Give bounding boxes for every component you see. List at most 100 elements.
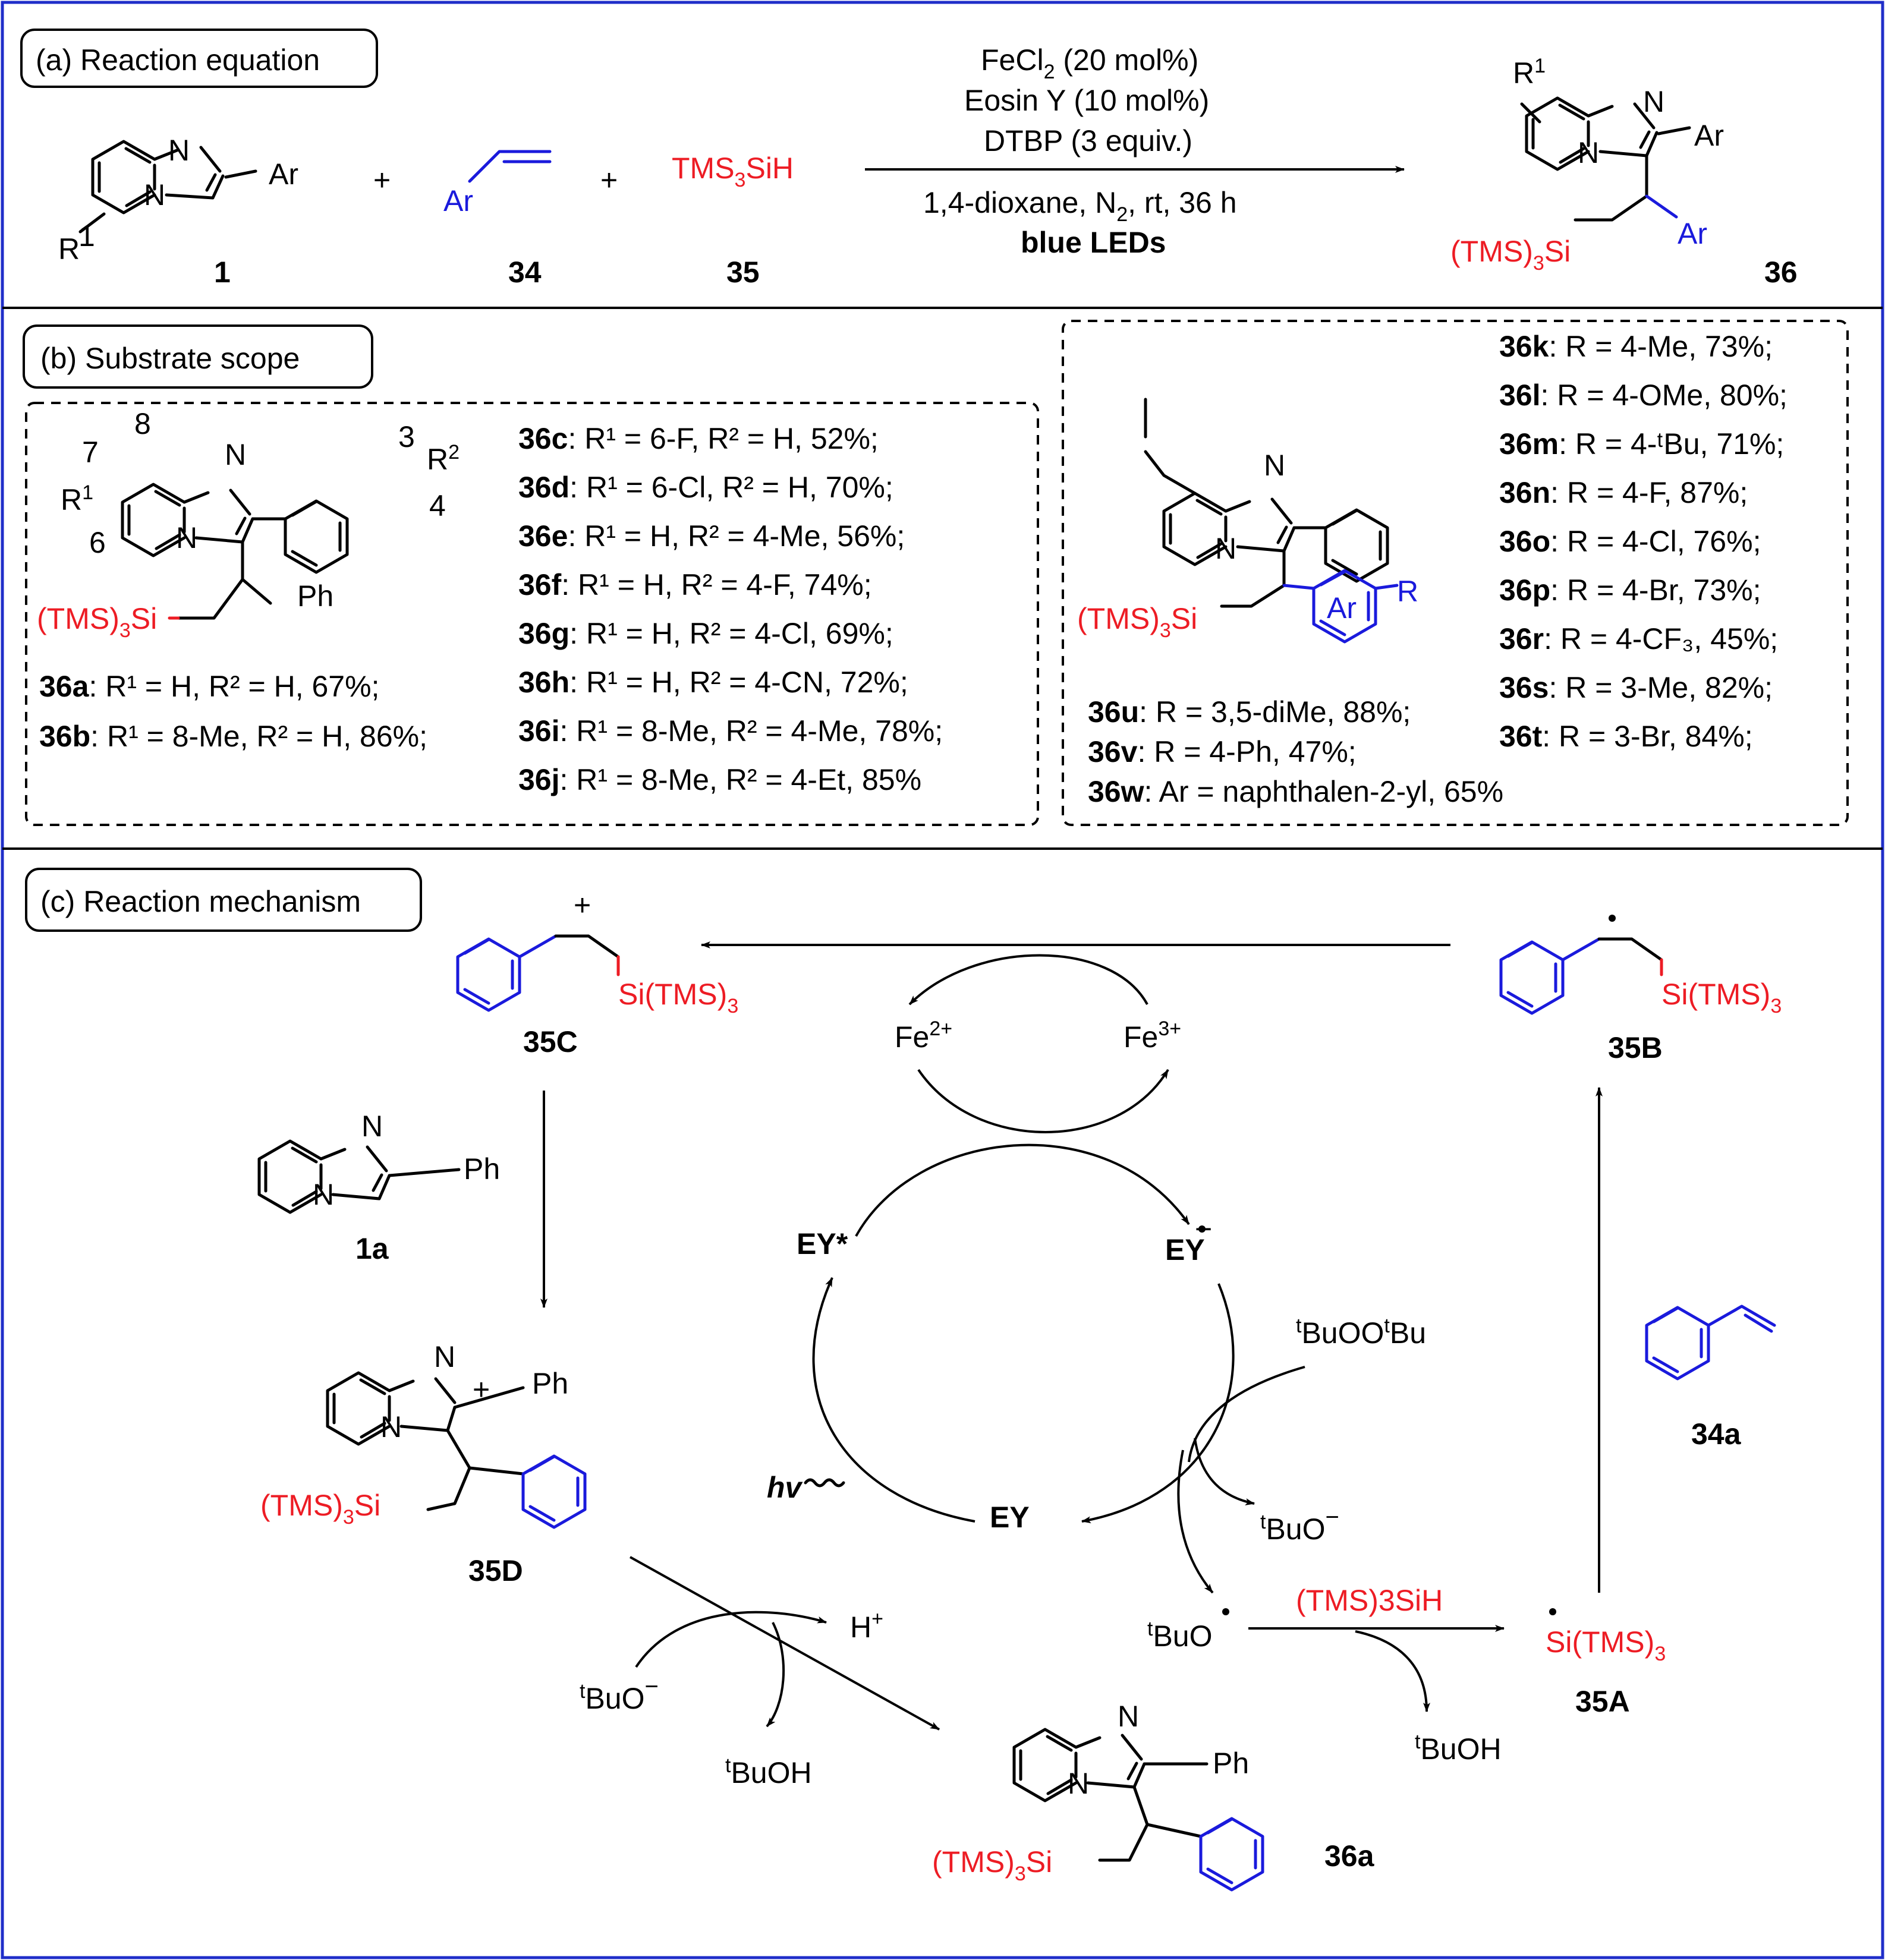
36a-n1-label: N bbox=[1068, 1767, 1089, 1800]
ey-star-label: EY* bbox=[797, 1227, 848, 1261]
compound-1-ar-label: Ar bbox=[269, 157, 298, 191]
scope-right-aryl-ring bbox=[1282, 569, 1399, 644]
scope-entry-36m: 36m: R = 4-ᵗBu, 71%; bbox=[1499, 427, 1784, 461]
compound-34-number: 34 bbox=[508, 256, 542, 289]
arrow-to-hplus bbox=[635, 1611, 827, 1668]
scope-right-ar-label: Ar bbox=[1327, 591, 1357, 625]
compound-34a-structure bbox=[1645, 1304, 1776, 1381]
section-b-title: (b) Substrate scope bbox=[40, 342, 300, 375]
ey-radical-label: EY bbox=[1165, 1233, 1205, 1266]
section-a-title: (a) Reaction equation bbox=[36, 43, 320, 77]
scope-left-structure bbox=[121, 483, 349, 620]
compound-36a-number: 36a bbox=[1324, 1839, 1375, 1873]
tbuo-anion-label: tBuO− bbox=[1260, 1504, 1339, 1546]
35D-n1-label: N bbox=[380, 1410, 402, 1444]
compound-36-number: 36 bbox=[1764, 256, 1798, 289]
scope-entry-36d: 36d: R¹ = 6-Cl, R² = H, 70%; bbox=[518, 471, 893, 504]
scope-entry-36u: 36u: R = 3,5-diMe, 88%; bbox=[1088, 695, 1411, 729]
hplus-label: H+ bbox=[850, 1608, 883, 1644]
compound-1-r1-label: R bbox=[58, 232, 80, 266]
scope-right-entry-list: 36k: R = 4-Me, 73%;36l: R = 4-OMe, 80%;3… bbox=[1499, 330, 1788, 753]
compound-36a-structure: N N Ph (TMS)3Si 36a bbox=[932, 1700, 1375, 1892]
section-c-label-box bbox=[25, 868, 422, 932]
dtbp-curve bbox=[1188, 1366, 1305, 1463]
compound-1-r1-sup: 1 bbox=[78, 219, 95, 253]
scope-entry-36b: 36b: R¹ = 8-Me, R² = H, 86%; bbox=[39, 720, 427, 753]
compound-36-structure bbox=[1520, 96, 1691, 222]
arrow-fe2-to-fe3 bbox=[917, 1069, 1169, 1133]
condition-blue-leds: blue LEDs bbox=[1021, 226, 1166, 259]
section-b: (b) Substrate scope 7 8 3 4 6 R1 R2 N N … bbox=[23, 320, 1849, 826]
scope-left-pos3: 3 bbox=[398, 420, 415, 453]
35D-cation-label: + bbox=[473, 1373, 490, 1406]
scope-entry-36j: 36j: R¹ = 8-Me, R² = 4-Et, 85% bbox=[518, 763, 921, 796]
plus-sign-1: + bbox=[373, 163, 391, 197]
35B-silyl-label: Si(TMS)3 bbox=[1661, 978, 1782, 1017]
compound-36-silyl-label: (TMS)3Si bbox=[1450, 235, 1571, 275]
35D-n-label: N bbox=[434, 1340, 455, 1373]
scope-entry-36f: 36f: R¹ = H, R² = 4-F, 74%; bbox=[518, 568, 872, 601]
condition-solvent: 1,4-dioxane, N2, rt, 36 h bbox=[923, 186, 1237, 226]
scope-left-n-label: N bbox=[225, 438, 246, 471]
compound-34-ar-label: Ar bbox=[443, 184, 473, 218]
plus-sign-2: + bbox=[600, 163, 618, 197]
section-b-label-box bbox=[23, 324, 373, 389]
scope-entry-36s: 36s: R = 3-Me, 82%; bbox=[1499, 671, 1773, 704]
35B-number: 35B bbox=[1608, 1031, 1663, 1064]
35D-ph-label: Ph bbox=[532, 1367, 568, 1400]
scope-left-r2: R2 bbox=[427, 441, 460, 476]
scope-entry-36k: 36k: R = 4-Me, 73%; bbox=[1499, 330, 1773, 363]
1a-ph-label: Ph bbox=[464, 1152, 500, 1186]
scope-right-r-label: R bbox=[1397, 575, 1418, 608]
35C-number: 35C bbox=[523, 1025, 578, 1058]
intermediate-35D: N N + Ph (TMS)3Si 35D bbox=[260, 1340, 587, 1587]
compound-1-number: 1 bbox=[214, 256, 231, 289]
compound-1-n-label: N bbox=[168, 134, 190, 167]
scope-entry-36h: 36h: R¹ = H, R² = 4-CN, 72%; bbox=[518, 666, 908, 699]
36a-ph-label: Ph bbox=[1213, 1747, 1249, 1780]
scope-left-silyl-label: (TMS)3Si bbox=[37, 602, 157, 642]
scope-left-pos8: 8 bbox=[134, 407, 151, 440]
35D-silyl-label: (TMS)3Si bbox=[260, 1489, 380, 1529]
arrow-to-tbuo-anion bbox=[1194, 1438, 1255, 1505]
intermediate-35C: + Si(TMS)3 35C bbox=[456, 888, 738, 1058]
1a-n1-label: N bbox=[313, 1178, 334, 1211]
ey-label: EY bbox=[990, 1501, 1030, 1534]
section-a-label-box bbox=[20, 29, 378, 88]
compound-34a-number: 34a bbox=[1691, 1417, 1742, 1451]
scope-entry-36g: 36g: R¹ = H, R² = 4-Cl, 69%; bbox=[518, 617, 893, 650]
scope-entry-36v: 36v: R = 4-Ph, 47%; bbox=[1088, 735, 1357, 768]
scope-left-n1-label: N bbox=[176, 521, 197, 554]
35C-cation-label: + bbox=[574, 888, 591, 922]
scope-left-pos4: 4 bbox=[429, 489, 446, 522]
compound-1a-structure bbox=[257, 1139, 461, 1214]
36a-n-label: N bbox=[1118, 1700, 1139, 1733]
intermediate-35B: Si(TMS)3 35B bbox=[1499, 915, 1782, 1064]
tbuo-radical-label: tBuO bbox=[1147, 1618, 1213, 1653]
scope-entry-36p: 36p: R = 4-Br, 73%; bbox=[1499, 573, 1761, 607]
condition-eosin-y: Eosin Y (10 mol%) bbox=[964, 84, 1209, 117]
scope-entry-36n: 36n: R = 4-F, 87%; bbox=[1499, 476, 1748, 509]
compound-36-ar-bond bbox=[1645, 194, 1678, 219]
section-a: (a) Reaction equation N N Ar R 1 1 + Ar … bbox=[20, 29, 1798, 289]
35A-label: Si(TMS)3 bbox=[1546, 1625, 1666, 1665]
compound-35-number: 35 bbox=[726, 256, 760, 289]
scope-entry-36t: 36t: R = 3-Br, 84%; bbox=[1499, 720, 1753, 753]
35C-silyl-label: Si(TMS)3 bbox=[618, 978, 738, 1017]
condition-dtbp: DTBP (3 equiv.) bbox=[984, 124, 1192, 157]
scope-entry-36r: 36r: R = 4-CF₃, 45%; bbox=[1499, 622, 1778, 656]
scope-right-bottom-list: 36u: R = 3,5-diMe, 88%; 36v: R = 4-Ph, 47… bbox=[1088, 695, 1503, 808]
compound-1-r1-bond bbox=[78, 212, 106, 234]
hv-wave bbox=[804, 1478, 845, 1488]
scope-entry-36c: 36c: R¹ = 6-F, R² = H, 52%; bbox=[518, 422, 879, 455]
arrow-to-tbuo-radical bbox=[1177, 1449, 1214, 1594]
compound-36-n1-label: N bbox=[1578, 136, 1599, 169]
section-c-title: (c) Reaction mechanism bbox=[40, 885, 361, 918]
compound-34-structure bbox=[468, 150, 552, 183]
scope-entry-36w: 36w: Ar = naphthalen-2-yl, 65% bbox=[1088, 775, 1503, 808]
fe3-label: Fe3+ bbox=[1124, 1017, 1181, 1054]
scope-right-box bbox=[1062, 320, 1849, 826]
36a-silyl-label: (TMS)3Si bbox=[932, 1845, 1052, 1885]
